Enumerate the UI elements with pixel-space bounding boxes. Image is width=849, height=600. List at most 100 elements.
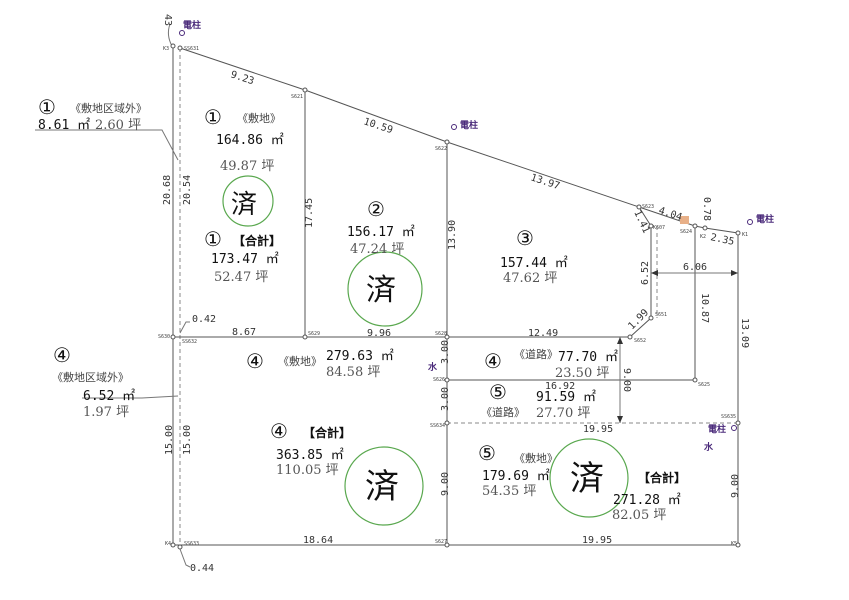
point-K4: K4 xyxy=(165,541,171,547)
lot-1-outside: ① 《敷地区域外》 8.61 ㎡ 2.60 坪 xyxy=(38,95,147,133)
lot-area: 179.69 ㎡ xyxy=(482,469,550,484)
lot-1-total: ① 【合計】 173.47 ㎡ 52.47 坪 xyxy=(204,227,281,285)
utility-pole-icon xyxy=(179,30,185,36)
lot-area: 157.44 ㎡ xyxy=(500,256,568,271)
point-S651: S651 xyxy=(655,312,667,318)
dim-0-44: 0.44 xyxy=(190,563,214,574)
lot-tsubo: 47.62 坪 xyxy=(503,271,557,286)
dim-0-78: 0.78 xyxy=(701,197,712,221)
dim-0-42: 0.42 xyxy=(192,314,216,325)
point-S623: S623 xyxy=(642,204,654,210)
utility-pole-icon xyxy=(747,219,753,225)
lot-number: ④ xyxy=(270,419,288,443)
point-K5: K5 xyxy=(731,541,737,547)
completed-stamps: 済 済 済 済 xyxy=(222,175,629,526)
point-SS632: SS632 xyxy=(182,339,197,345)
lot-5-site: ⑤ 《敷地》 179.69 ㎡ 54.35 坪 xyxy=(478,441,558,499)
lot-number: ④ xyxy=(484,349,502,373)
lot-5-total: 【合計】 271.28 ㎡ 82.05 坪 xyxy=(612,470,686,523)
dim-1-99: 1.99 xyxy=(626,307,651,332)
point-S652: S652 xyxy=(634,338,646,344)
lot-label: 《敷地区域外》 xyxy=(70,101,147,115)
dim-15-00-b: 15.00 xyxy=(182,425,193,455)
lot-3: ③ 157.44 ㎡ 47.62 坪 xyxy=(500,226,568,286)
dim-10-87: 10.87 xyxy=(699,293,710,323)
dim-10-59: 10.59 xyxy=(362,116,394,136)
survey-points xyxy=(170,43,741,550)
lot-area: 6.52 ㎡ xyxy=(83,389,135,404)
dim-20-68: 20.68 xyxy=(162,175,173,205)
lot-tsubo: 47.24 坪 xyxy=(350,242,404,257)
completed-stamp: 済 xyxy=(366,273,396,308)
lot-area: 279.63 ㎡ xyxy=(326,349,394,364)
point-S628: S628 xyxy=(435,331,447,337)
lot-number: ② xyxy=(367,197,385,221)
point-K607: K607 xyxy=(653,225,665,231)
completed-stamp: 済 xyxy=(231,190,257,220)
lot-label: 《敷地》 xyxy=(237,111,281,125)
dim-17-45: 17.45 xyxy=(304,198,315,228)
point-SS635: SS635 xyxy=(721,414,736,420)
dim-19-95-b: 19.95 xyxy=(582,535,612,546)
dim-4-04: 4.04 xyxy=(657,205,683,223)
lot-area: 8.61 ㎡ xyxy=(38,118,90,133)
lot-label: 《敷地》 xyxy=(278,354,322,368)
dim-2-35: 2.35 xyxy=(709,232,735,248)
point-S627: S627 xyxy=(435,539,447,545)
dim-9-00-a: 9.00 xyxy=(440,472,451,496)
dim-20-54: 20.54 xyxy=(182,175,193,205)
point-S625: S625 xyxy=(698,382,710,388)
lot-number: ① xyxy=(204,227,222,251)
lot-tsubo: 2.60 坪 xyxy=(95,118,141,133)
dim-12-49: 12.49 xyxy=(528,328,558,339)
utility-pole-label: 電柱 xyxy=(183,19,201,31)
point-S626: S626 xyxy=(433,377,445,383)
lot-5-road: ⑤ 《道路》 91.59 ㎡ 27.70 坪 xyxy=(481,380,596,421)
dim-1-41: 1.41 xyxy=(631,209,651,235)
point-K2: K2 xyxy=(700,234,706,240)
lot-area: 173.47 ㎡ xyxy=(211,252,279,267)
completed-stamp: 済 xyxy=(365,467,399,507)
lot-label: 【合計】 xyxy=(638,470,686,485)
lot-number: ⑤ xyxy=(478,441,496,465)
lot-area: 363.85 ㎡ xyxy=(276,448,344,463)
lot-number: ① xyxy=(204,105,222,129)
lot-label: 【合計】 xyxy=(303,425,351,440)
point-SS634: SS634 xyxy=(430,423,445,429)
water-label: 水 xyxy=(704,441,714,453)
lot-number: ⑤ xyxy=(489,380,507,404)
point-K1: K1 xyxy=(742,232,748,238)
lot-4-outside: ④ 《敷地区域外》 6.52 ㎡ 1.97 坪 xyxy=(52,343,135,420)
lot-2: ② 156.17 ㎡ 47.24 坪 xyxy=(347,197,415,257)
completed-stamp: 済 xyxy=(570,459,604,499)
lot-label: 《敷地》 xyxy=(514,451,558,465)
dimension-labels: 43 9.23 10.59 13.97 4.04 0.78 2.35 1.41 … xyxy=(162,14,750,574)
lot-area: 77.70 ㎡ xyxy=(558,350,618,365)
lot-tsubo: 23.50 坪 xyxy=(555,366,609,381)
point-S622: S622 xyxy=(435,146,447,152)
dim-18-64: 18.64 xyxy=(303,535,333,546)
dim-6-52: 6.52 xyxy=(640,261,651,285)
lot-tsubo: 1.97 坪 xyxy=(83,405,129,420)
lot-1-site: ① 《敷地》 164.86 ㎡ 49.87 坪 xyxy=(204,105,284,174)
point-S624: S624 xyxy=(680,229,692,235)
lot-tsubo: 84.58 坪 xyxy=(326,365,380,380)
lot-4-road: ④ 《道路》 77.70 ㎡ 23.50 坪 xyxy=(484,347,618,381)
dim-3-00-b: 3.00 xyxy=(440,387,451,411)
lot-number: ③ xyxy=(516,226,534,250)
lot-label: 《道路》 xyxy=(481,405,525,419)
lot-number: ① xyxy=(38,95,56,119)
lot-number: ④ xyxy=(246,349,264,373)
lot-area: 164.86 ㎡ xyxy=(216,133,284,148)
dim-16-92: 16.92 xyxy=(545,381,575,392)
lot-label: 《道路》 xyxy=(514,347,558,361)
utility-pole-label: 電柱 xyxy=(460,119,478,131)
lot-label: 【合計】 xyxy=(233,233,281,248)
lot-area: 156.17 ㎡ xyxy=(347,225,415,240)
water-label: 水 xyxy=(428,361,438,373)
lot-area: 271.28 ㎡ xyxy=(613,493,681,508)
dim-13-09: 13.09 xyxy=(739,318,750,348)
dim-9-00-b: 9.00 xyxy=(730,474,741,498)
utility-pole-label: 電柱 xyxy=(708,423,726,435)
